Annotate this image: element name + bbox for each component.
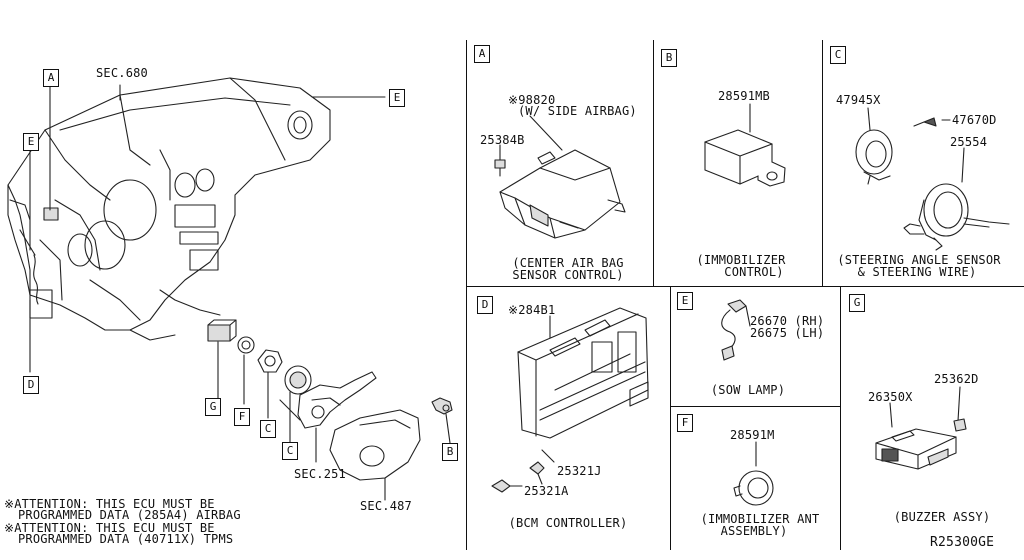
panel-a-part-98820: ※98820	[508, 93, 556, 107]
panel-d-caption-1: (BCM CONTROLLER)	[508, 516, 628, 530]
sow-lamp-drawing	[721, 299, 751, 361]
panel-g-caption-1: (BUZZER ASSY)	[893, 510, 991, 524]
panel-e-caption-1: (SOW LAMP)	[710, 383, 786, 397]
panel-d-label: D	[477, 296, 493, 314]
attention-line-2: PROGRAMMED DATA (285A4) AIRBAG	[18, 508, 241, 522]
callout-f: F	[234, 408, 250, 426]
panel-d-part-284b1: ※284B1	[508, 303, 556, 317]
grid-line	[670, 406, 840, 407]
attention-line-3: ※ATTENTION: THIS ECU MUST BE	[4, 521, 215, 535]
panel-c-caption-2: & STEERING WIRE)	[857, 265, 977, 279]
panel-g-part-25362d: 25362D	[934, 372, 979, 386]
panel-b-label: B	[661, 49, 677, 67]
panel-c-part-25554: 25554	[950, 135, 988, 149]
diagram-code: R25300GE	[930, 535, 995, 550]
panel-a-label: A	[474, 45, 490, 63]
sec-251-label: SEC.251	[294, 467, 346, 481]
panel-a-part-25384b: 25384B	[480, 133, 525, 147]
panel-a-caption-2: SENSOR CONTROL)	[512, 268, 624, 282]
steering-angle-sensor-drawing	[855, 107, 1010, 251]
panel-b-caption-2: CONTROL)	[724, 265, 784, 279]
grid-line	[466, 286, 1024, 287]
panel-c-part-47945x: 47945X	[836, 93, 881, 107]
grid-line	[670, 286, 671, 550]
attention-line-4: PROGRAMMED DATA (40711X) TPMS	[18, 532, 234, 546]
callout-e-left: E	[23, 133, 39, 151]
panel-e-part-26675: 26675 (LH)	[750, 326, 825, 340]
panel-e-label: E	[677, 292, 693, 310]
grid-line	[840, 286, 841, 550]
callout-a: A	[43, 69, 59, 87]
panel-c-label: C	[830, 46, 846, 64]
panel-f-caption-2: ASSEMBLY)	[720, 524, 788, 538]
center-airbag-sensor-drawing	[494, 115, 626, 239]
panel-c-part-47670d: 47670D	[952, 113, 997, 127]
panel-g-part-26350x: 26350X	[868, 390, 913, 404]
dashboard-drawing	[7, 77, 453, 501]
panel-a-caption-1: (CENTER AIR BAG	[512, 256, 624, 270]
panel-g-label: G	[849, 294, 865, 312]
callout-e-right: E	[389, 89, 405, 107]
panel-d-part-25321a: 25321A	[524, 484, 569, 498]
grid-line	[466, 40, 467, 550]
callout-b: B	[442, 443, 458, 461]
sec-487-label: SEC.487	[360, 499, 412, 513]
callout-d: D	[23, 376, 39, 394]
callout-c-2: C	[282, 442, 298, 460]
panel-f-part-28591m: 28591M	[730, 428, 775, 442]
sec-680-label: SEC.680	[96, 66, 148, 80]
grid-line	[653, 40, 654, 286]
panel-d-part-25321j: 25321J	[557, 464, 602, 478]
immobilizer-antenna-drawing	[733, 441, 774, 506]
immobilizer-control-drawing	[704, 103, 786, 187]
callout-g: G	[205, 398, 221, 416]
grid-line	[822, 40, 823, 286]
panel-f-label: F	[677, 414, 693, 432]
panel-b-part-28591mb: 28591MB	[718, 89, 770, 103]
panel-e-part-26670: 26670 (RH)	[750, 314, 825, 328]
bcm-controller-drawing	[491, 307, 649, 493]
panel-b-caption-1: (IMMOBILIZER	[696, 253, 786, 267]
panel-a-part-98820-note: (W/ SIDE AIRBAG)	[518, 104, 637, 118]
buzzer-assy-drawing	[875, 386, 967, 470]
panel-f-caption-1: (IMMOBILIZER ANT	[700, 512, 820, 526]
attention-line-1: ※ATTENTION: THIS ECU MUST BE	[4, 497, 215, 511]
callout-c-1: C	[260, 420, 276, 438]
panel-c-caption-1: (STEERING ANGLE SENSOR	[837, 253, 1001, 267]
